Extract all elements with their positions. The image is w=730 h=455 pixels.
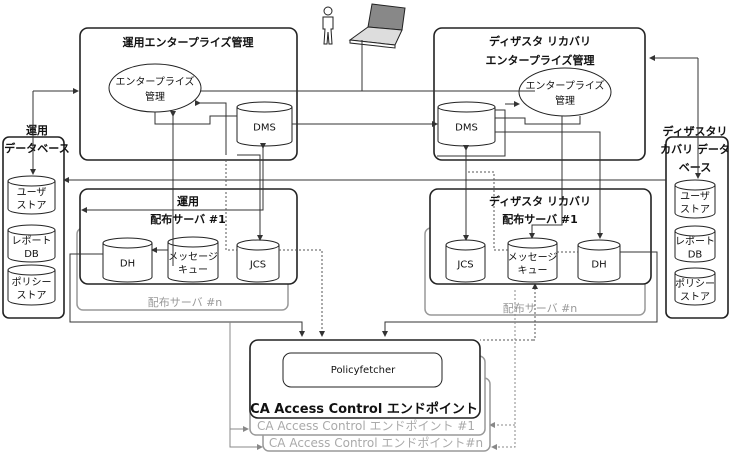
dr-jcs-label: JCS bbox=[456, 260, 473, 271]
endpoint-1-title: CA Access Control エンドポイント #1 bbox=[257, 419, 475, 433]
dr-dms-cylinder: DMS bbox=[437, 101, 496, 147]
endpoint-title: CA Access Control エンドポイント bbox=[250, 401, 478, 417]
policyfetcher bbox=[282, 352, 443, 388]
ops-report-db-label: DB bbox=[24, 249, 39, 260]
dr-dh-cylinder: DH bbox=[577, 239, 621, 283]
dr-report-db-cylinder: レポート DB bbox=[674, 225, 716, 263]
ops-message-queue-label: キュー bbox=[178, 265, 208, 276]
dr-message-queue-label: メッセージ bbox=[508, 252, 558, 264]
dr-user-store-label: ユーザ bbox=[680, 191, 710, 203]
ops-report-db-cylinder: レポート DB bbox=[7, 224, 56, 263]
dr-enterprise-management-node bbox=[518, 67, 612, 117]
dr-policy-store-label: ストア bbox=[680, 292, 710, 303]
dr-user-store-label: ストア bbox=[680, 205, 710, 216]
dr-db-title3: ベース bbox=[679, 161, 711, 174]
ops-db-title2: データベース bbox=[4, 141, 69, 155]
ops-jcs-cylinder: JCS bbox=[236, 239, 280, 283]
dr-ds-title2: 配布サーバ #1 bbox=[502, 212, 578, 226]
dr-em-node-label: エンタープライズ bbox=[525, 79, 604, 92]
dr-em-title2: エンタープライズ管理 bbox=[485, 53, 594, 67]
ops-policy-store-label: ストア bbox=[17, 291, 47, 302]
dr-db-title2: カバリ データ bbox=[660, 142, 730, 156]
ops-em-node-label2: 管理 bbox=[145, 90, 165, 103]
ops-policy-store-label: ポリシー bbox=[12, 277, 52, 289]
ops-jcs-label: JCS bbox=[249, 260, 266, 271]
dr-report-db-label: レポート bbox=[675, 236, 715, 248]
endpoint-n-title: CA Access Control エンドポイント#n bbox=[269, 436, 483, 450]
dr-em-title: ディザスタ リカバリ bbox=[489, 34, 591, 48]
ops-dh-label: DH bbox=[120, 259, 135, 270]
dr-db-title: ディザスタリ bbox=[662, 124, 727, 138]
ops-em-node-label: エンタープライズ bbox=[115, 75, 194, 88]
user-icon bbox=[322, 6, 334, 45]
ops-dms-label: DMS bbox=[253, 123, 276, 134]
dr-jcs-cylinder: JCS bbox=[445, 239, 486, 283]
ops-user-store-label: ユーザ bbox=[17, 187, 47, 199]
ops-message-queue-label: メッセージ bbox=[168, 251, 218, 263]
ops-ds-title2: 配布サーバ #1 bbox=[150, 212, 226, 226]
dr-message-queue-label: キュー bbox=[518, 266, 548, 277]
policyfetcher-label: Policyfetcher bbox=[331, 365, 396, 376]
ops-ds-title: 運用 bbox=[177, 195, 199, 208]
ops-db-title: 運用 bbox=[26, 124, 48, 137]
dr-dms-label: DMS bbox=[455, 123, 478, 134]
laptop-icon bbox=[348, 3, 406, 49]
ops-report-db-label: レポート bbox=[12, 235, 52, 247]
dr-policy-store-label: ポリシー bbox=[675, 278, 715, 290]
dr-dh-label: DH bbox=[591, 260, 606, 271]
dr-ds-n-label: 配布サーバ #n bbox=[503, 302, 578, 315]
ops-dh-cylinder: DH bbox=[102, 237, 153, 283]
ops-enterprise-management-node bbox=[108, 63, 202, 113]
dr-em-node-label2: 管理 bbox=[555, 94, 575, 107]
ops-ds-n-label: 配布サーバ #n bbox=[148, 296, 223, 309]
connection-lines bbox=[30, 40, 701, 450]
ops-em-title: 運用エンタープライズ管理 bbox=[122, 35, 253, 49]
dr-ds-title: ディザスタ リカバリ bbox=[489, 194, 591, 208]
ops-user-store-label: ストア bbox=[17, 201, 47, 212]
dr-report-db-label: DB bbox=[688, 250, 703, 261]
